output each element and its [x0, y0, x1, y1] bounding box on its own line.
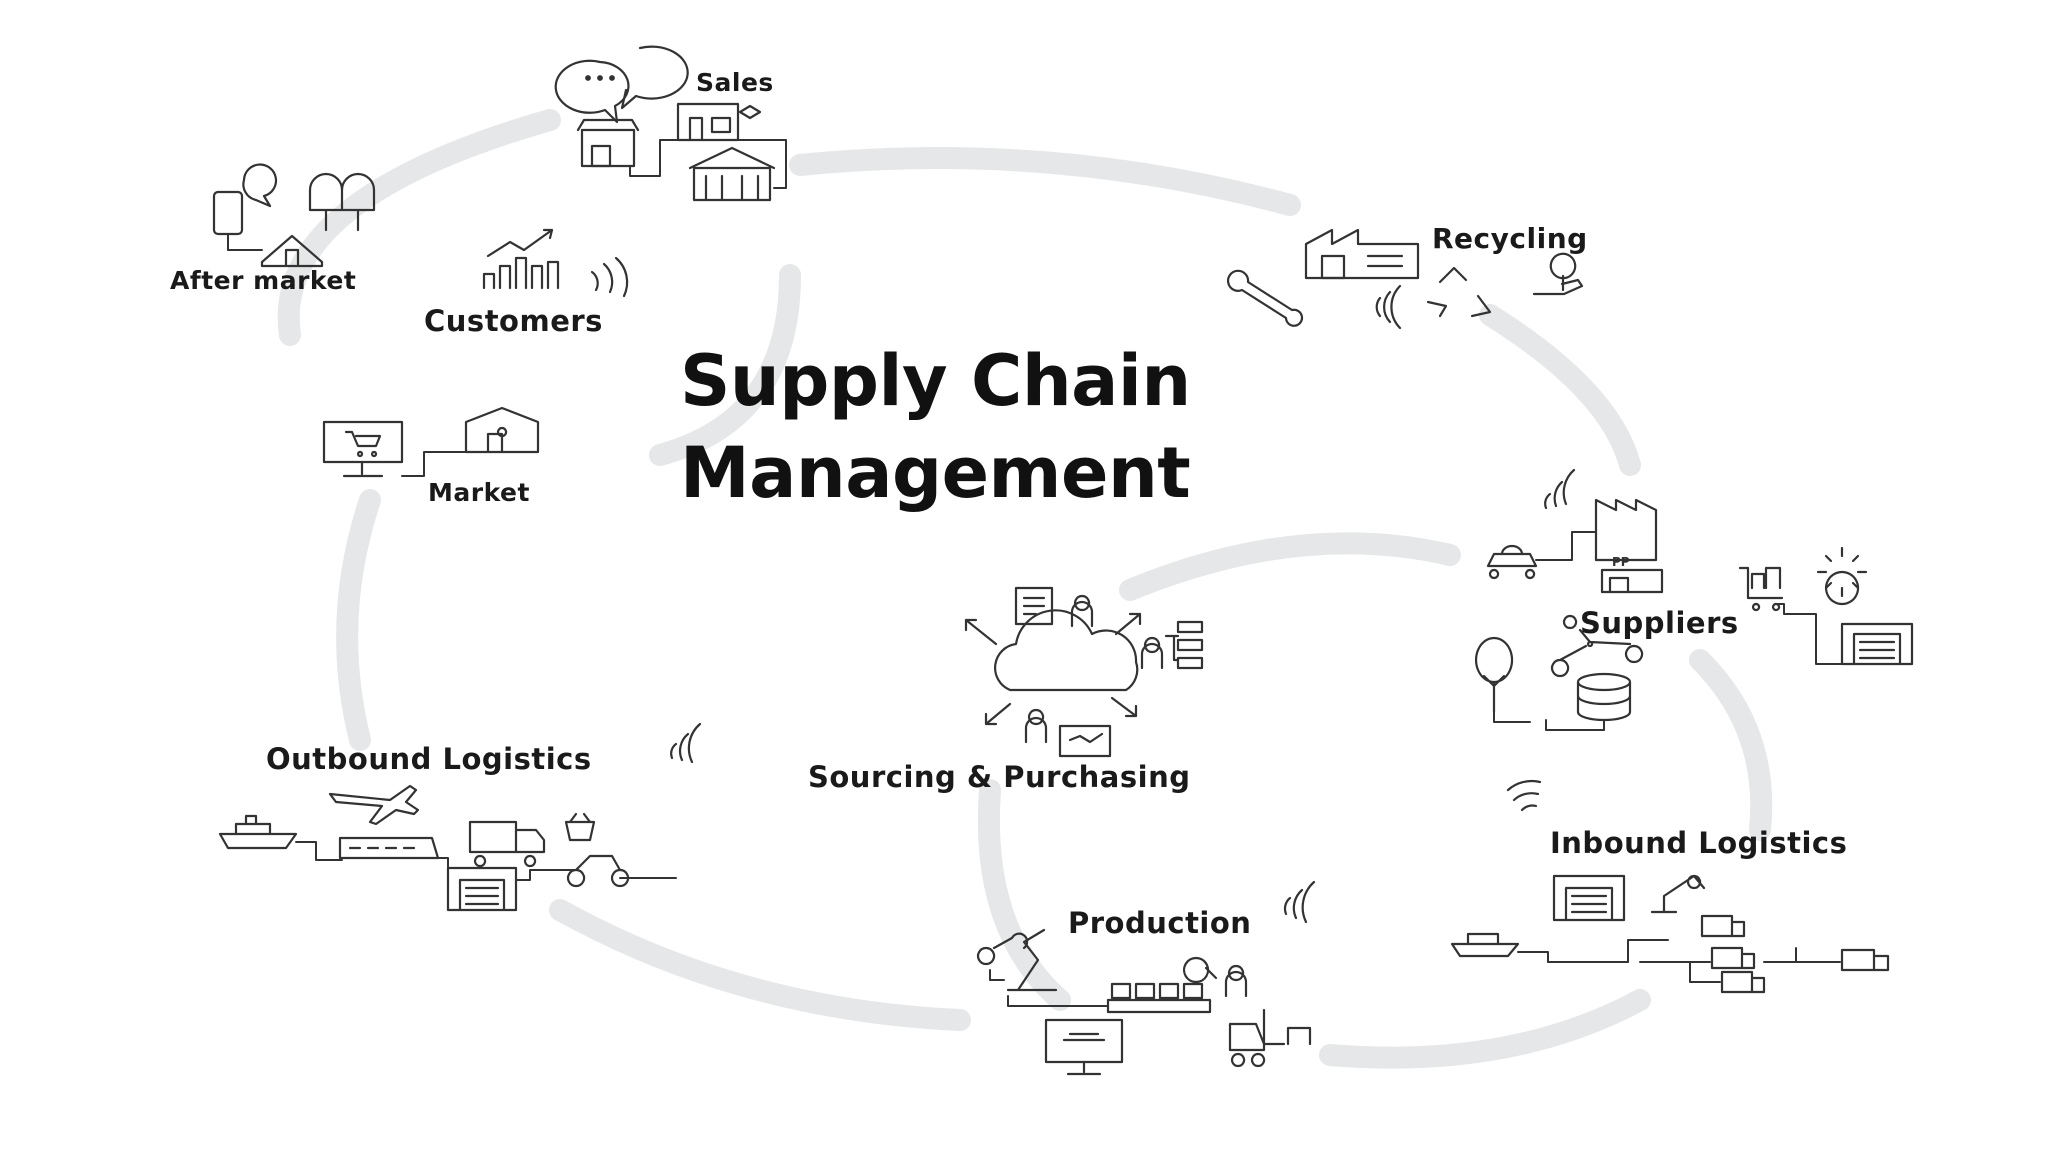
- truck-icon-4: [1720, 970, 1766, 994]
- factory-icon: [1304, 228, 1420, 280]
- recycle-icon: [1426, 266, 1492, 318]
- signal-icon-2: [590, 256, 629, 298]
- ring-segment-center: [1119, 532, 1461, 601]
- warehouse-icon-2: [446, 866, 518, 912]
- store-icon: [676, 102, 740, 142]
- warehouse-icon-3: [1552, 874, 1626, 922]
- forklift-icon: [1228, 1008, 1312, 1068]
- ring-segment-center-left: [977, 779, 1071, 1011]
- cart-bubble-icon: [242, 163, 278, 208]
- ship-icon: [218, 814, 298, 850]
- label-suppliers: Suppliers: [1580, 606, 1739, 640]
- label-inbound: Inbound Logistics: [1550, 826, 1848, 860]
- market-icon-group: [322, 406, 540, 478]
- label-sales: Sales: [696, 68, 774, 97]
- label-after-market: After market: [170, 266, 357, 295]
- ring-segment-left: [336, 489, 381, 751]
- arrow-icon-2: [1114, 612, 1142, 636]
- robot-arm-icon-2: [977, 928, 1058, 992]
- ring-segment-left-upper: [277, 109, 561, 346]
- house-icon: [260, 234, 324, 268]
- phone-icon: [212, 190, 244, 236]
- network-icon: [1551, 614, 1644, 678]
- robot-arm-icon: [1650, 874, 1706, 914]
- shop-icon: [580, 128, 636, 168]
- shop-icon-2: [464, 406, 540, 454]
- chat-bubble-icon: [554, 59, 630, 124]
- pp-label: PP: [1612, 555, 1630, 569]
- chat-bubble-icon-2: [620, 45, 689, 110]
- truck-icon-5: [1840, 948, 1890, 972]
- conveyor-icon: [1106, 982, 1212, 1014]
- label-customers: Customers: [424, 304, 603, 338]
- production-icon-group: [977, 880, 1316, 1076]
- recycling-icon-group: [1227, 228, 1584, 330]
- signal-icon-3: [1544, 468, 1576, 510]
- signal-icon: [1375, 284, 1402, 330]
- ring-segment-bottom-left: [549, 899, 971, 1031]
- train-icon: [338, 836, 440, 860]
- person-icon: [1070, 594, 1094, 628]
- mine-cart-icon: [1486, 544, 1538, 580]
- org-chart-icon: [1164, 620, 1204, 670]
- label-market: Market: [428, 478, 530, 507]
- trolley-icon: [1738, 566, 1784, 612]
- wrench-icon: [1227, 269, 1304, 327]
- ring-segment-right-upper: [1479, 304, 1641, 476]
- person-icon-2: [1140, 636, 1164, 670]
- sun-icon: [1816, 546, 1868, 606]
- ring-segment-left-inner: [649, 264, 801, 466]
- signal-icon-5: [1506, 779, 1542, 812]
- factory-icon-2: [1594, 498, 1658, 562]
- basket-icon: [564, 812, 596, 842]
- title-line-1: Supply Chain: [680, 340, 1191, 422]
- trend-arrow-icon: [486, 228, 554, 258]
- ring-segment-bottom-right: [1319, 989, 1651, 1069]
- sourcing-icon-group: [964, 586, 1204, 758]
- signal-icon-4: [670, 722, 702, 764]
- airplane-icon: [328, 784, 420, 826]
- hand-plant-icon: [1532, 252, 1584, 296]
- person-icon-3: [1024, 708, 1048, 744]
- bar-chart-icon: [482, 256, 560, 290]
- arrow-icon: [964, 618, 998, 646]
- ship-icon-2: [1450, 932, 1520, 958]
- label-recycling: Recycling: [1432, 222, 1588, 255]
- customers-icon-group: [482, 228, 629, 298]
- title-line-2: Management: [680, 432, 1191, 514]
- database-icon: [1576, 672, 1632, 722]
- magnifier-person-icon: [1182, 956, 1248, 998]
- map-icon: [1058, 724, 1112, 758]
- sales-icon-group: [554, 45, 787, 202]
- label-sourcing: Sourcing & Purchasing: [808, 760, 1191, 794]
- suppliers-icon-group: PP: [1474, 468, 1914, 731]
- truck-icon-3: [1710, 946, 1756, 970]
- arrow-icon-3: [984, 702, 1012, 726]
- ring-segment-top: [789, 147, 1301, 216]
- label-outbound: Outbound Logistics: [266, 742, 592, 776]
- inbound-icon-group: [1450, 779, 1890, 994]
- monitor-cart-icon: [322, 420, 404, 464]
- warehouse-icon: [1840, 622, 1914, 666]
- bike-icon: [567, 854, 630, 888]
- clipboard-icon: [1014, 586, 1054, 626]
- ring-segment-right-lower: [1689, 649, 1773, 841]
- label-production: Production: [1068, 906, 1252, 940]
- after-market-icon-group: [212, 163, 376, 268]
- tree-icon: [1474, 636, 1514, 714]
- outbound-icon-group: [218, 722, 702, 912]
- mailbox-icon: [308, 172, 376, 232]
- truck-icon-2: [1700, 914, 1746, 938]
- background-rings: [277, 109, 1773, 1069]
- signal-icon-6: [1283, 880, 1316, 924]
- bank-icon: [688, 146, 776, 202]
- arrow-icon-4: [1110, 696, 1138, 718]
- diagram-title: Supply Chain Management: [680, 335, 1191, 519]
- truck-icon: [468, 820, 546, 868]
